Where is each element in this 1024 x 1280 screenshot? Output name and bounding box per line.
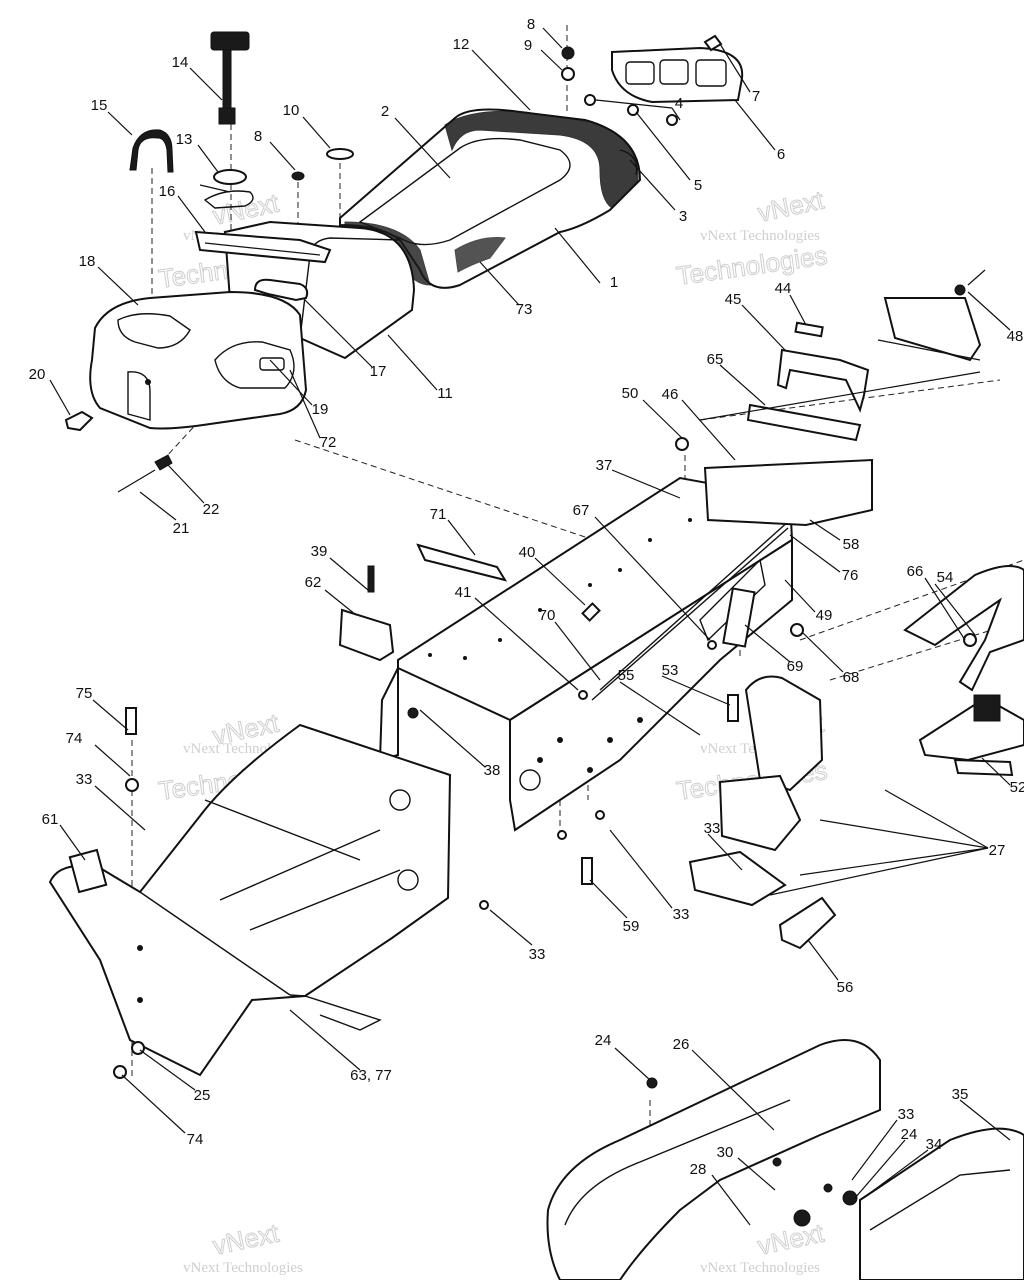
callout-c56: 56 [837,979,854,996]
callout-c62: 62 [305,574,322,591]
callout-c15: 15 [91,97,108,114]
front-frame [48,723,452,1077]
fuel-cap-parts [129,31,254,209]
watermark-text: vNext Technologies [700,228,820,244]
callout-c71: 71 [430,506,447,523]
right-side-parts [903,565,1024,777]
console-assembly [194,220,416,360]
callout-c40: 40 [519,544,536,561]
callout-c73: 73 [516,301,533,318]
callout-c17: 17 [370,363,387,380]
hood-panel [546,1039,1024,1280]
fuel-vent-parts [64,410,173,493]
tunnel-chassis [378,476,794,832]
callout-c33c: 33 [673,906,690,923]
watermark-brand: vNext [755,185,827,228]
callout-c46: 46 [662,386,679,403]
grab-handle [611,46,744,104]
callout-c8b: 8 [254,128,262,145]
callout-c50: 50 [622,385,639,402]
callout-c13: 13 [176,131,193,148]
callout-c11: 11 [437,385,453,402]
callout-c76: 76 [842,567,859,584]
callout-c33d: 33 [529,946,546,963]
callout-c33a: 33 [76,771,93,788]
callout-c25: 25 [194,1087,211,1104]
callout-c28: 28 [690,1161,707,1178]
callout-c68: 68 [843,669,860,686]
watermark-text: vNext Technologies [700,1260,820,1276]
callout-c27: 27 [989,842,1006,859]
watermark-brand: vNext [755,1218,827,1261]
callout-c44: 44 [775,280,792,297]
rear-bracket-parts [699,297,982,527]
watermark-text: Technologies [675,240,829,291]
callout-c34: 34 [926,1136,943,1153]
callout-c54: 54 [937,569,954,586]
callout-c74a: 74 [66,730,83,747]
callout-labels: 1234567889101112131415161718192021222424… [29,16,1024,1178]
mid-brackets [338,543,837,950]
callout-c4: 4 [675,95,683,112]
watermark-text: vNext Technologies [183,1260,303,1276]
callout-c67: 67 [573,502,590,519]
callout-c52: 52 [1010,779,1024,796]
callout-c12: 12 [453,36,470,53]
chassis-holes [428,503,762,791]
callout-c1: 1 [610,274,618,291]
callout-c49: 49 [816,607,833,624]
callout-c55: 55 [618,667,635,684]
callout-c30: 30 [717,1144,734,1161]
callout-c7: 7 [752,88,760,105]
fuel-tank [89,290,308,430]
callout-c75: 75 [76,685,93,702]
callout-c2: 2 [381,103,389,120]
callout-c18: 18 [79,253,96,270]
callout-c8a: 8 [527,16,535,33]
callout-c33b: 33 [704,820,721,837]
callout-c22: 22 [203,501,220,518]
callout-c59: 59 [623,918,640,935]
callout-c3: 3 [679,208,687,225]
callout-c66: 66 [907,563,924,580]
callout-c70: 70 [539,607,556,624]
callout-c26: 26 [673,1036,690,1053]
callout-c20: 20 [29,366,46,383]
callout-c10: 10 [283,102,300,119]
callout-c74b: 74 [187,1131,204,1148]
callout-c48: 48 [1007,328,1024,345]
callout-c72: 72 [320,434,337,451]
callout-c39: 39 [311,543,328,560]
callout-c33e: 33 [898,1106,915,1123]
callout-c5: 5 [694,177,702,194]
watermark-brand: vNext [210,1218,282,1261]
callout-c65: 65 [707,351,724,368]
callout-c9: 9 [524,37,532,54]
fasteners-top [291,34,723,181]
callout-c45: 45 [725,291,742,308]
leader-lines [49,27,1011,1226]
callout-c6: 6 [777,146,785,163]
bolt-group [113,284,977,1193]
callout-c37: 37 [596,457,613,474]
callout-c58: 58 [843,536,860,553]
callout-c21: 21 [173,520,190,537]
callout-c16: 16 [159,183,176,200]
callout-c19: 19 [312,401,329,418]
callout-c63: 63, 77 [350,1067,392,1084]
callout-c41: 41 [455,584,472,601]
callout-c69: 69 [787,658,804,675]
callout-c38: 38 [484,762,501,779]
callout-c61: 61 [42,811,59,828]
callout-c35: 35 [952,1086,969,1103]
callout-c24b: 24 [901,1126,918,1143]
callout-c24a: 24 [595,1032,612,1049]
callout-c53: 53 [662,662,679,679]
callout-c14: 14 [172,54,189,71]
